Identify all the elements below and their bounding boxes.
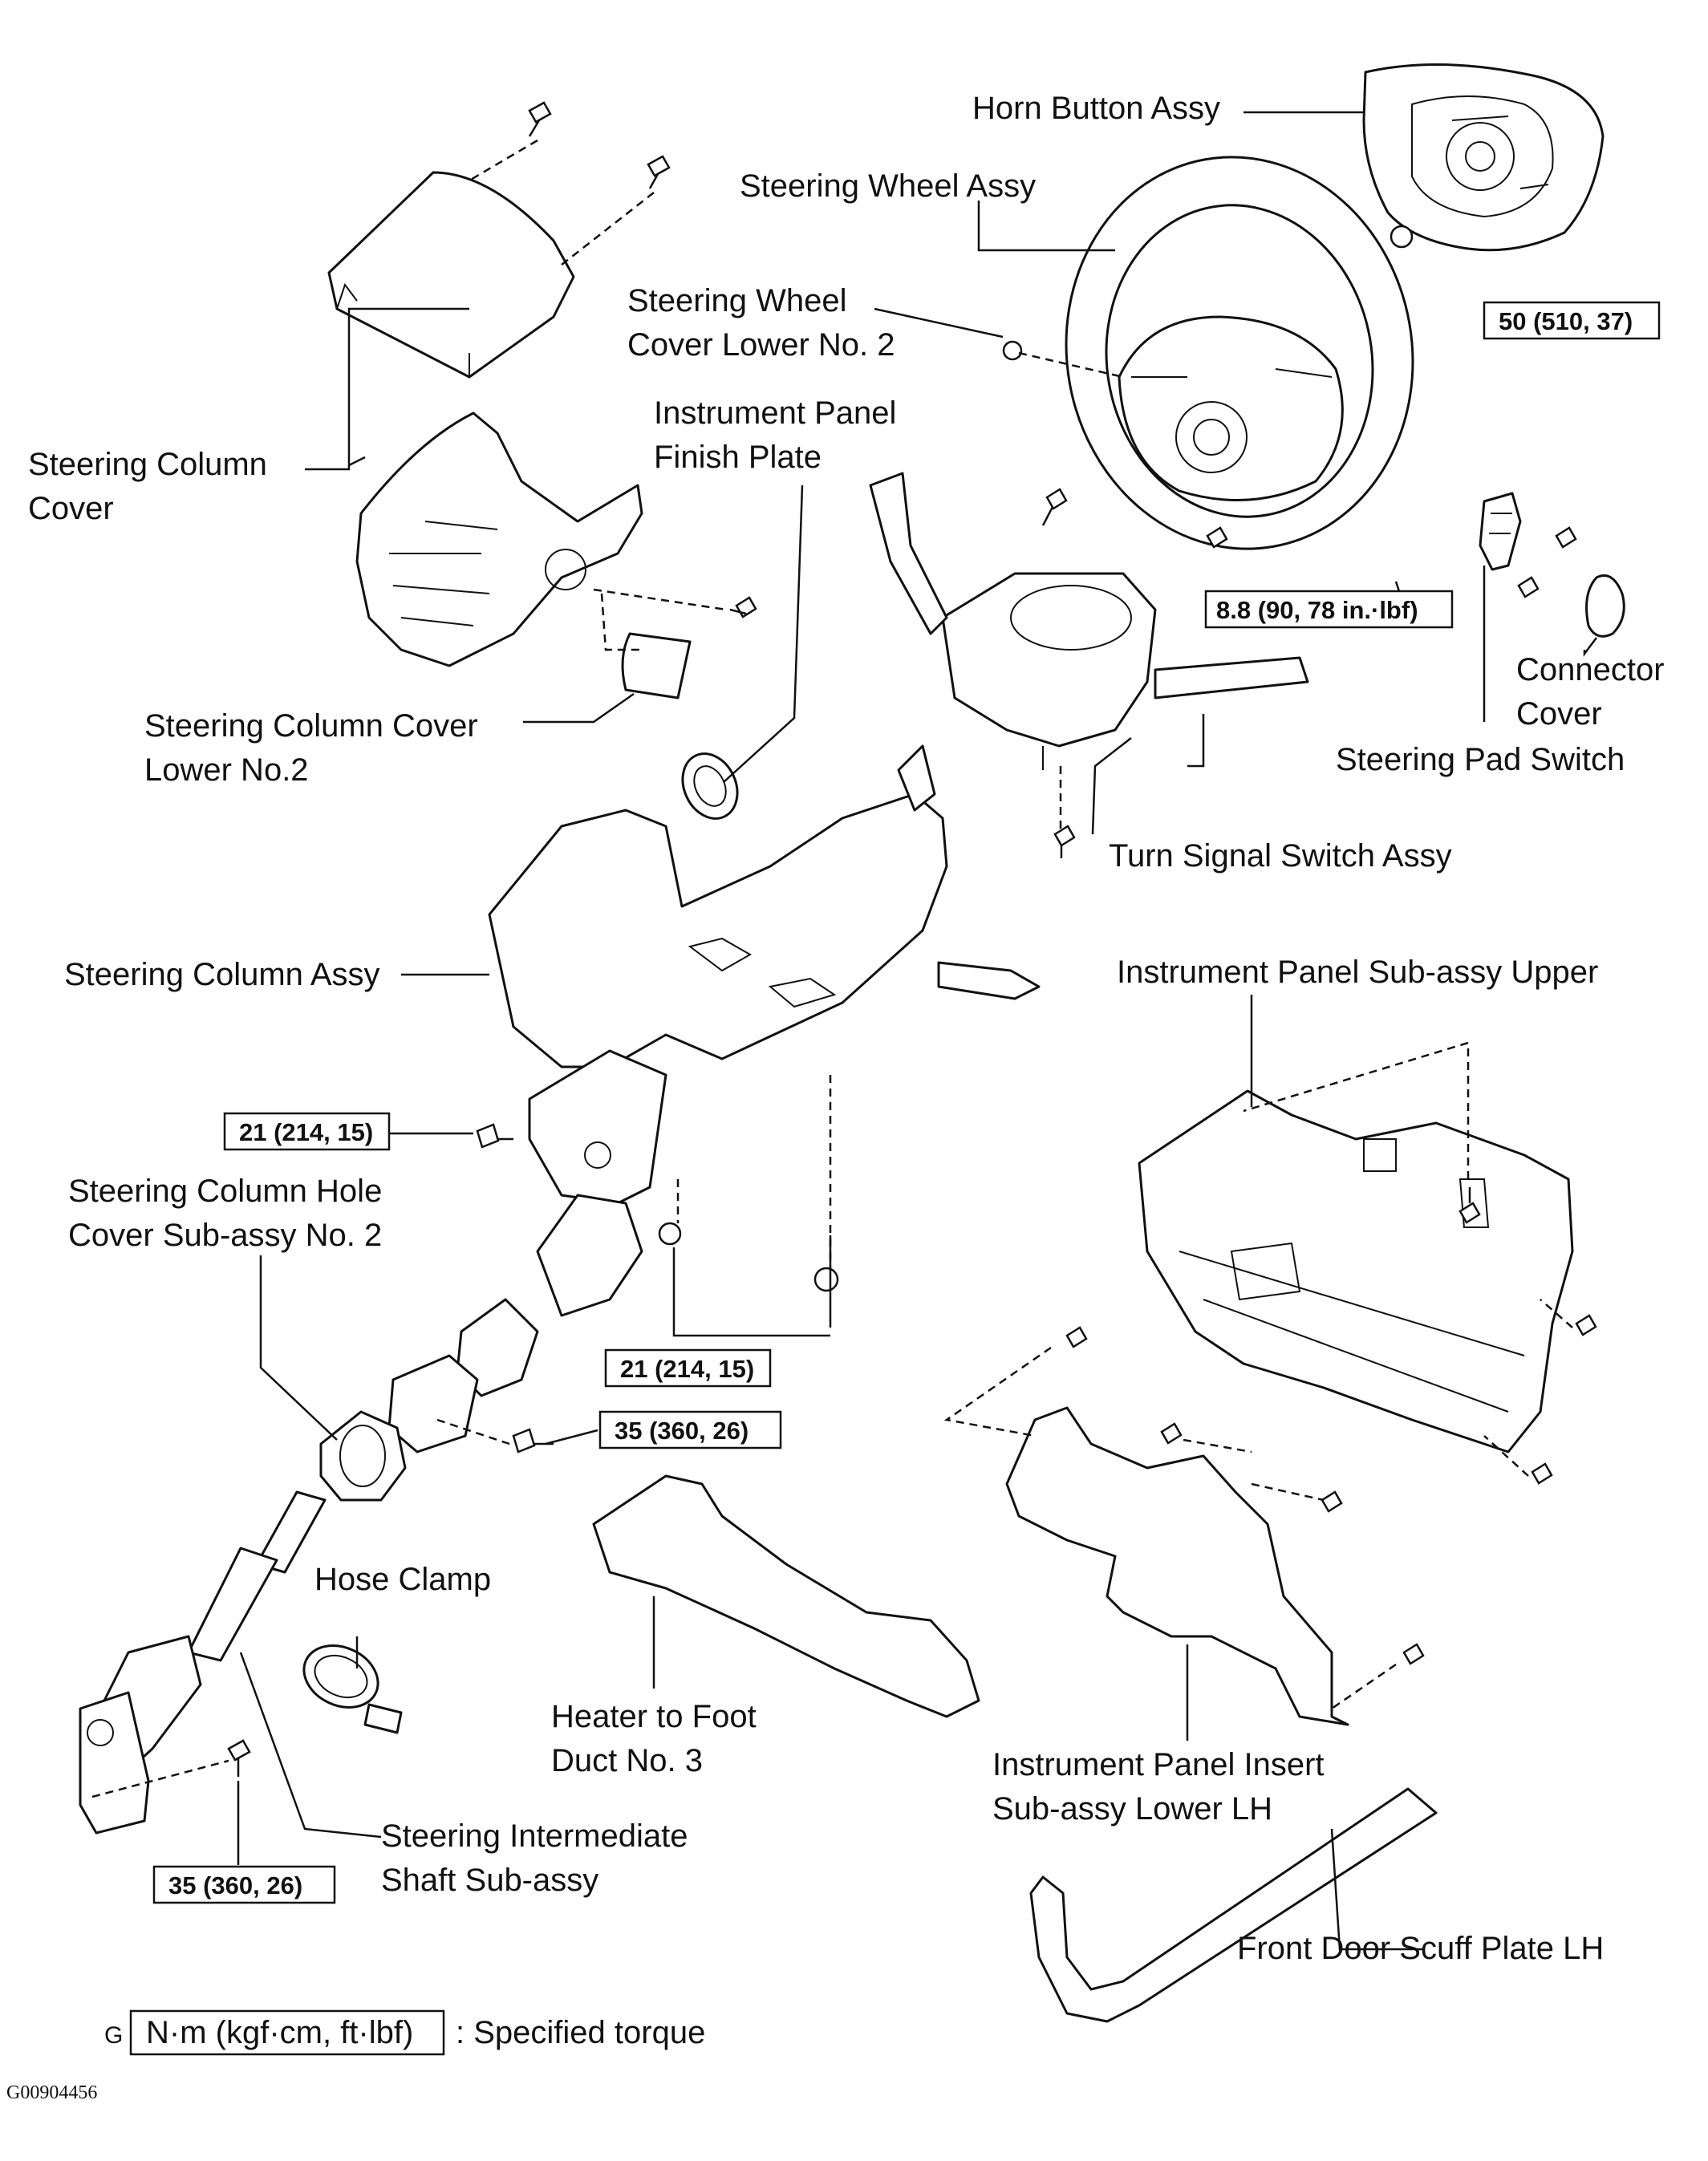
torque-box-shaft-bolt-upper: 35 (360, 26)	[598, 1410, 782, 1449]
label-hole-cover-1: Steering Column Hole	[68, 1174, 382, 1209]
torque-legend: G N·m (kgf·cm, ft·lbf) : Specified torqu…	[104, 2009, 705, 2056]
steering-column-cover-lower	[355, 412, 643, 667]
label-intermediate-shaft-1: Steering Intermediate	[381, 1818, 688, 1854]
label-connector-cover-2: Cover	[1516, 696, 1602, 732]
label-turn-signal-switch: Turn Signal Switch Assy	[1109, 838, 1452, 874]
label-steering-pad-switch: Steering Pad Switch	[1336, 742, 1625, 777]
figure-code: G00904456	[6, 2082, 97, 2103]
label-column-cover-2: Cover	[28, 491, 114, 526]
turn-signal-switch-assy	[869, 472, 1309, 770]
label-column-cover-lower-1: Steering Column Cover	[144, 708, 478, 744]
steering-pad-switch	[1479, 492, 1522, 571]
label-steering-column-assy: Steering Column Assy	[64, 957, 380, 992]
torque-horn-nut-text: 50 (510, 37)	[1499, 307, 1633, 335]
torque-box-horn-nut: 50 (510, 37)	[1483, 301, 1661, 340]
legend-prefix: G	[104, 2022, 123, 2049]
label-panel-upper: Instrument Panel Sub-assy Upper	[1117, 955, 1598, 990]
torque-shaft-bolt-lower-text: 35 (360, 26)	[168, 1871, 302, 1899]
label-panel-insert-1: Instrument Panel Insert	[992, 1747, 1325, 1782]
torque-column-bolt-text: 21 (214, 15)	[239, 1118, 373, 1146]
label-steering-wheel-assy: Steering Wheel Assy	[740, 168, 1036, 204]
torque-column-nuts-text: 21 (214, 15)	[620, 1355, 754, 1383]
leader-lines	[237, 111, 1597, 1951]
label-heater-duct-1: Heater to Foot	[551, 1699, 757, 1734]
heater-to-foot-duct-no3	[592, 1474, 980, 1718]
torque-pad-screw-text: 8.8 (90, 78 in.·lbf)	[1216, 596, 1418, 624]
fasteners	[227, 101, 1597, 1777]
steering-column-assy	[387, 744, 1041, 1454]
torque-box-shaft-bolt-lower: 35 (360, 26)	[152, 1865, 336, 1904]
label-connector-cover-1: Connector	[1516, 652, 1665, 687]
label-panel-insert-2: Sub-assy Lower LH	[992, 1791, 1272, 1827]
steering-wheel-assy	[1065, 156, 1414, 550]
legend-text: : Specified torque	[456, 2015, 705, 2050]
label-wheel-cover-lower-1: Steering Wheel	[627, 283, 846, 318]
assembly-lines	[91, 139, 1573, 1798]
torque-box-column-bolt: 21 (214, 15)	[223, 1112, 391, 1151]
label-column-cover-lower-2: Lower No.2	[144, 752, 309, 788]
torque-shaft-bolt-upper-text: 35 (360, 26)	[615, 1417, 749, 1445]
label-panel-finish-2: Finish Plate	[654, 440, 822, 475]
instrument-panel-insert-lower-lh	[1005, 1406, 1349, 1726]
legend-unit: N·m (kgf·cm, ft·lbf)	[146, 2015, 413, 2050]
steering-column-cover-lower-no2	[621, 632, 692, 699]
horn-button-assy	[1362, 63, 1605, 252]
label-hole-cover-2: Cover Sub-assy No. 2	[68, 1218, 382, 1253]
instrument-panel-finish-plate	[681, 752, 739, 820]
label-column-cover-1: Steering Column	[28, 447, 267, 482]
label-hose-clamp: Hose Clamp	[314, 1562, 491, 1597]
label-panel-finish-1: Instrument Panel	[654, 395, 896, 431]
label-heater-duct-2: Duct No. 3	[551, 1743, 703, 1778]
label-horn-button-assy: Horn Button Assy	[972, 91, 1220, 126]
steering-intermediate-shaft	[79, 1490, 327, 1835]
connector-cover	[1585, 574, 1625, 638]
label-scuff-plate: Front Door Scuff Plate LH	[1237, 1931, 1604, 1966]
front-door-scuff-plate-lh	[1029, 1787, 1438, 2023]
torque-box-column-nuts: 21 (214, 15)	[604, 1348, 772, 1388]
instrument-panel-sub-assy-upper	[1138, 1089, 1574, 1454]
steering-column-cover-upper	[327, 171, 575, 379]
hose-clamp	[302, 1644, 403, 1734]
label-intermediate-shaft-2: Shaft Sub-assy	[381, 1863, 598, 1898]
steering-column-hole-cover-no2	[319, 1410, 407, 1502]
torque-box-pad-screw: 8.8 (90, 78 in.·lbf)	[1204, 590, 1454, 629]
label-wheel-cover-lower-2: Cover Lower No. 2	[627, 327, 895, 363]
